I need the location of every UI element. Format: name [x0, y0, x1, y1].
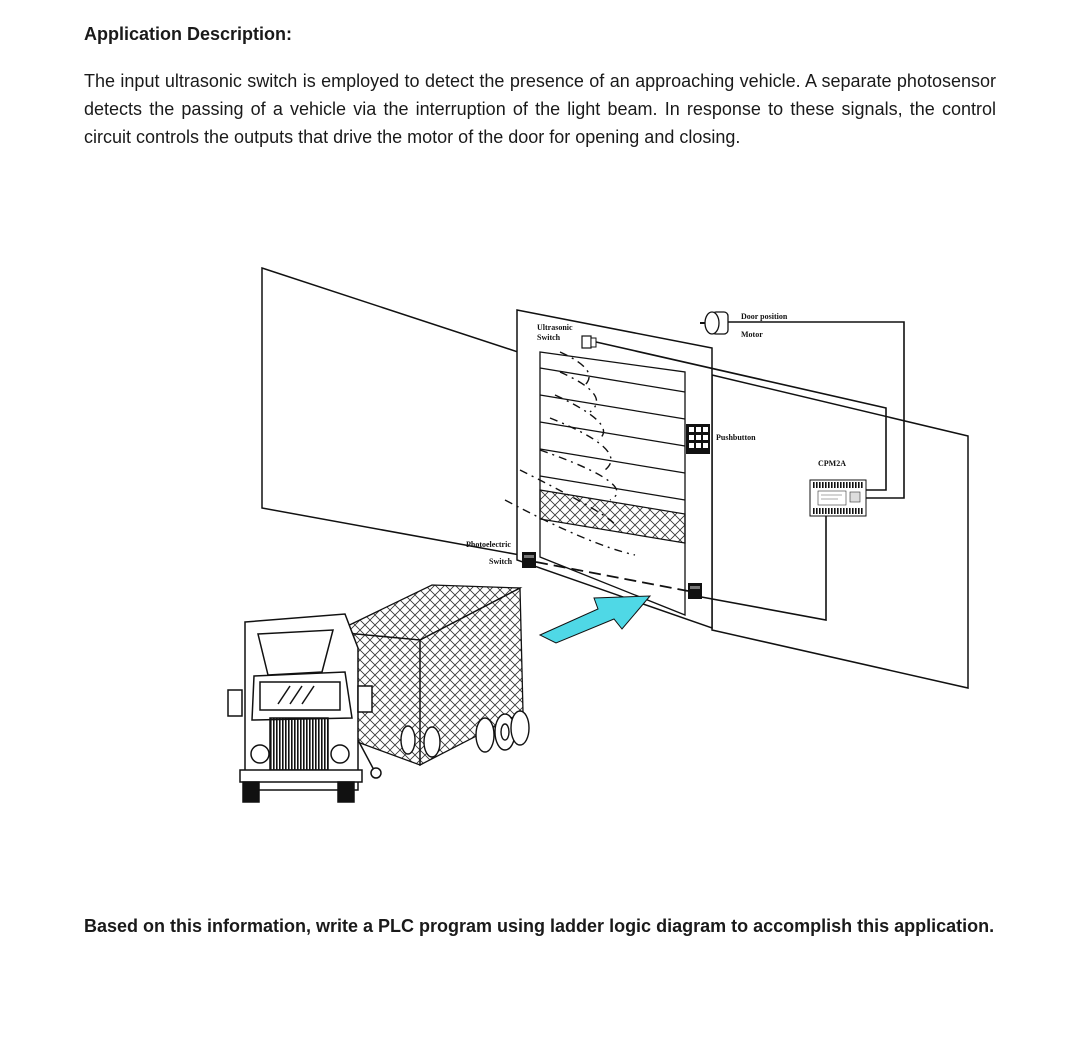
ultrasonic-detection-arcs — [504, 351, 636, 556]
ultrasonic-label-line1: Ultrasonic — [537, 323, 573, 332]
right-wall-panel — [711, 374, 969, 689]
light-beam — [535, 561, 689, 592]
photoelectric-receiver — [688, 583, 702, 599]
description-paragraph: The input ultrasonic switch is employed … — [84, 71, 996, 147]
truck-cab — [227, 613, 382, 803]
photoelectric-switch — [522, 552, 536, 568]
garage-door-diagram: Ultrasonic Switch Door position Motor Pu… — [227, 266, 969, 803]
motor-label: Motor — [741, 330, 763, 339]
plc-label: CPM2A — [818, 459, 846, 468]
door-position-label: Door position — [741, 312, 788, 321]
ultrasonic-switch — [581, 335, 597, 349]
ultrasonic-label-line2: Switch — [537, 333, 561, 342]
left-wall-panel — [261, 266, 521, 556]
truck-rear-wheels — [400, 710, 530, 758]
photoelectric-label-line2: Switch — [489, 557, 513, 566]
section-heading: Application Description: — [84, 24, 293, 44]
door-slats — [539, 367, 686, 501]
plc-unit — [809, 479, 867, 517]
pushbutton — [686, 424, 710, 454]
direction-arrow — [538, 595, 652, 644]
hatched-door-panel — [539, 489, 686, 544]
pushbutton-label: Pushbutton — [716, 433, 756, 442]
task-question: Based on this information, write a PLC p… — [84, 916, 995, 936]
door-motor — [700, 311, 729, 335]
wiring — [595, 321, 905, 621]
photoelectric-label-line1: Photoelectric — [466, 540, 511, 549]
